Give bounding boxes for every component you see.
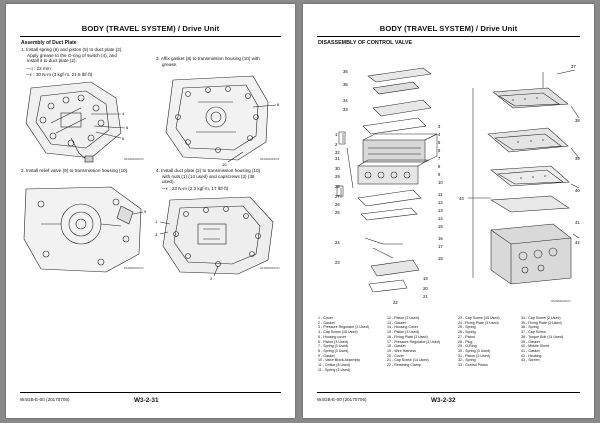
- step-1-text: 1. Install spring (6) and piston (5) to …: [21, 47, 123, 64]
- fig1-caption: WHGB00403470: [124, 158, 144, 161]
- wrench-icon: ─◁: [26, 66, 35, 71]
- right-page: BODY (TRAVEL SYSTEM) / Drive Unit DISASS…: [303, 4, 594, 418]
- fig1-label-6: 6: [126, 125, 129, 130]
- callout-26: 26: [335, 202, 340, 207]
- callout-13: 13: [438, 208, 443, 213]
- callout-10: 10: [438, 180, 443, 185]
- left-header-rule: [20, 36, 281, 37]
- left-page: BODY (TRAVEL SYSTEM) / Drive Unit Assemb…: [6, 4, 295, 418]
- callout-40: 40: [575, 188, 580, 193]
- callout-36: 36: [343, 69, 348, 74]
- left-footer-rule: [20, 392, 281, 393]
- callout-30: 30: [335, 166, 340, 171]
- callout-17: 17: [438, 244, 443, 249]
- callout-14: 14: [438, 216, 443, 221]
- callout-38: 38: [575, 118, 580, 123]
- callout-21: 21: [423, 294, 428, 299]
- legend-column-3: 23 - Cap Screw (15 Used)24 - Fixing Plat…: [458, 316, 500, 368]
- callout-39: 39: [575, 156, 580, 161]
- callout-28: 28: [335, 184, 340, 189]
- right-header-rule: [317, 36, 580, 37]
- callout-18: 18: [438, 256, 443, 261]
- callout-11: 11: [438, 192, 443, 197]
- callout-5: 5: [438, 140, 441, 145]
- torque-wrench-icon: ─◖: [162, 186, 170, 191]
- figure-duct-plate-to-housing: 1 3 2: [155, 196, 274, 281]
- step-1-wrench-spec: ─◁ : 22 mm: [26, 66, 51, 71]
- fig3-label-10: 10: [222, 162, 227, 167]
- control-valve-exploded-view: [336, 67, 580, 293]
- callout-12: 12: [438, 200, 443, 205]
- callout-16: 16: [438, 236, 443, 241]
- callout-20: 20: [423, 286, 428, 291]
- callout-43: 43: [459, 196, 464, 201]
- legend-column-4: 34 - Cap Screw (2 Used)35 - Fixing Plate…: [521, 316, 564, 363]
- callout-8: 8: [438, 164, 441, 169]
- callout-27: 27: [335, 194, 340, 199]
- fig1-label-5: 5: [122, 136, 125, 141]
- step-2-text: 2. Install relief valve (9) to transmiss…: [21, 168, 129, 173]
- right-page-number: W3-2-32: [431, 397, 456, 404]
- fig2-label-9: 9: [144, 209, 147, 214]
- callout-32: 32: [335, 150, 340, 155]
- fig4-label-2: 2: [210, 276, 213, 281]
- fig4-caption: WHGB00403473: [260, 267, 280, 270]
- step-1-torque-spec: ─◖ : 30 N·m (3 kgf·m, 21.5 lbf·ft): [26, 72, 93, 77]
- callout-31: 31: [335, 156, 340, 161]
- control-valve-figure-caption: WHGB00403474: [551, 300, 571, 303]
- callout-42: 42: [575, 240, 580, 245]
- callout-37: 37: [571, 64, 576, 69]
- right-footer-code: W4GB-E-00 (20170706): [317, 397, 367, 402]
- torque-wrench-icon: ─◖: [26, 72, 34, 77]
- fig1-label-4: 4: [122, 111, 125, 116]
- callout-29: 29: [335, 174, 340, 179]
- right-page-header: BODY (TRAVEL SYSTEM) / Drive Unit: [379, 24, 518, 33]
- section-title-duct-plate: Assembly of Duct Plate: [21, 40, 77, 46]
- fig4-label-1: 1: [155, 219, 158, 224]
- fig3-caption: WHGB00403471: [260, 158, 280, 161]
- callout-19: 19: [423, 276, 428, 281]
- right-footer-rule: [317, 392, 580, 393]
- step-4-text: 4. Install duct plate (2) to transmissio…: [156, 168, 261, 185]
- callout-15: 15: [438, 224, 443, 229]
- fig3-label-8: 8: [277, 102, 280, 107]
- callout-labels: 36 37 35 34 33 1 2 3 4 5 6 7 8 9 10 11 1…: [335, 64, 580, 305]
- callout-7: 7: [438, 156, 441, 161]
- callout-3: 3: [438, 124, 441, 129]
- callout-41: 41: [575, 220, 580, 225]
- callout-9: 9: [438, 172, 441, 177]
- callout-6: 6: [438, 148, 441, 153]
- callout-23: 23: [335, 260, 340, 265]
- left-page-number: W3-2-31: [134, 397, 159, 404]
- figure-relief-valve-install: 9: [23, 186, 147, 273]
- section-title-control-valve: DISASSEMBLY OF CONTROL VALVE: [318, 40, 413, 46]
- callout-4: 4: [438, 132, 441, 137]
- fig2-caption: WHGB00403472: [124, 267, 144, 270]
- callout-1: 1: [335, 132, 338, 137]
- step-3-text: 3. Affix gasket (8) to transmission hous…: [156, 56, 260, 67]
- fig4-label-3: 3: [155, 232, 158, 237]
- callout-2: 2: [335, 142, 338, 147]
- figure-duct-plate-spring-piston: 4 6 5: [25, 81, 129, 163]
- callout-25: 25: [335, 210, 340, 215]
- callout-33: 33: [343, 107, 348, 112]
- callout-22: 22: [393, 300, 398, 305]
- callout-34: 34: [343, 98, 348, 103]
- callout-24: 24: [335, 240, 340, 245]
- left-footer-code: W4GB-E-00 (20170706): [20, 397, 70, 402]
- left-page-header: BODY (TRAVEL SYSTEM) / Drive Unit: [81, 24, 220, 33]
- figure-transmission-housing-gasket: 8 10: [165, 75, 280, 167]
- step-4-torque-spec: ─◖ : 23 N·m (2.3 kgf·m, 17 lbf·ft): [162, 186, 229, 191]
- callout-35: 35: [343, 82, 348, 87]
